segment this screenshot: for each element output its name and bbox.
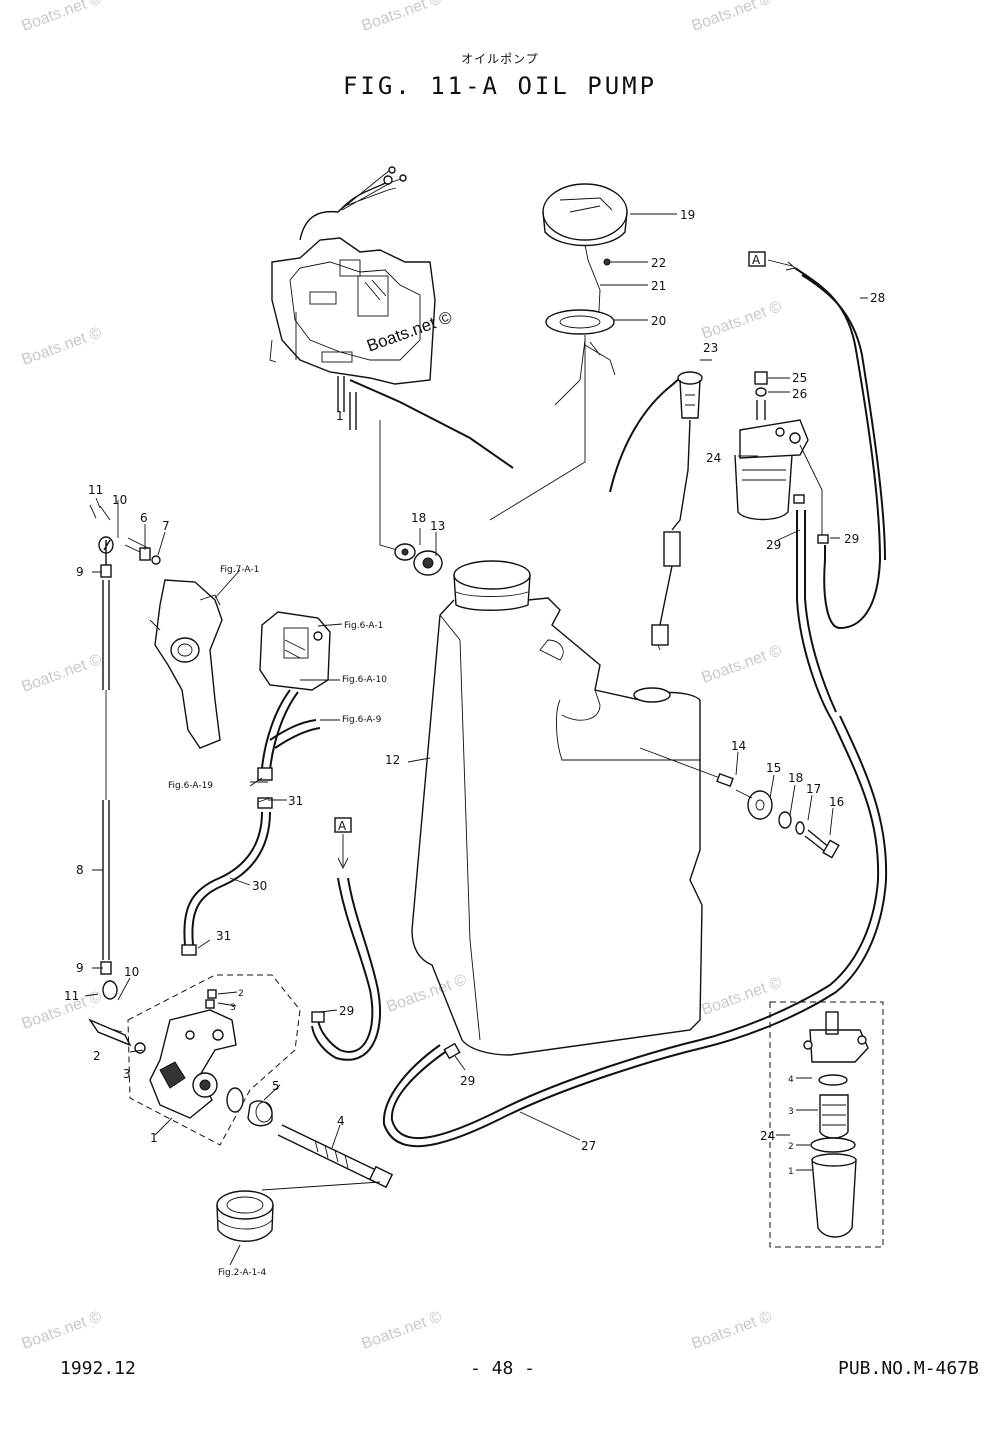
- callout-13: 13: [430, 519, 445, 533]
- sensor-cable: [609, 377, 681, 493]
- leader-lines: [84, 213, 868, 1266]
- drive-shaft: [277, 1124, 394, 1189]
- oil-tank-cap: [489, 183, 628, 521]
- publication-number: PUB.NO.M-467B: [838, 1358, 979, 1379]
- throttle-lever: [149, 579, 223, 749]
- oil-pump-assembly: [88, 974, 301, 1146]
- page-number: - 48 -: [470, 1358, 536, 1379]
- callout-6: 6: [140, 511, 148, 525]
- callout-9-top: 9: [76, 565, 84, 579]
- filter-callout-3: 3: [788, 1107, 794, 1117]
- fuel-pump-part: [259, 611, 331, 691]
- filter-callout-2: 2: [788, 1142, 794, 1152]
- japanese-title: オイルポンプ: [461, 52, 539, 66]
- hose-28: [794, 267, 882, 630]
- tank-grommet: [394, 543, 443, 576]
- callout-8: 8: [76, 863, 84, 877]
- connector-a-top-arrow: [767, 259, 796, 271]
- callout-16: 16: [829, 795, 844, 809]
- callout-7: 7: [162, 519, 170, 533]
- callout-26: 26: [792, 387, 807, 401]
- callout-25: 25: [792, 371, 807, 385]
- callout-24-exploded: 24: [760, 1129, 775, 1143]
- callout-28: 28: [870, 291, 885, 305]
- ref-fig6-a10: Fig.6-A-10: [342, 675, 387, 685]
- callout-31-bottom: 31: [216, 929, 231, 943]
- callout-18-left: 18: [411, 511, 426, 525]
- oil-filter-exploded: [769, 1001, 884, 1248]
- callout-11-top: 11: [88, 483, 103, 497]
- callout-1-top: 1: [336, 409, 344, 423]
- callout-10-bottom: 10: [124, 965, 139, 979]
- oil-level-sensor: [651, 371, 703, 651]
- connector-a-mid: A: [338, 819, 347, 833]
- link-rod-assembly: [89, 504, 161, 1000]
- connector-a-top: A: [752, 253, 761, 267]
- oil-tank: [411, 560, 703, 1056]
- callout-17: 17: [806, 782, 821, 796]
- connector-a-mid-box: [334, 817, 352, 833]
- callout-3: 3: [123, 1067, 131, 1081]
- hose-29-filter: [796, 510, 837, 721]
- callout-10-top: 10: [112, 493, 127, 507]
- callout-30: 30: [252, 879, 267, 893]
- ref-fig7-a1: Fig.7-A-1: [220, 565, 259, 575]
- callout-15: 15: [766, 761, 781, 775]
- oil-filter-assembly-top: [734, 371, 829, 544]
- bearing: [216, 1181, 381, 1242]
- callout-2: 2: [93, 1049, 101, 1063]
- callout-24: 24: [706, 451, 721, 465]
- connector-a-top-box: [748, 251, 766, 267]
- callout-23: 23: [703, 341, 718, 355]
- ref-fig6-a9: Fig.6-A-9: [342, 715, 382, 725]
- callout-21: 21: [651, 279, 666, 293]
- callout-29-filter-left: 29: [766, 538, 781, 552]
- ref-fig6-a19: Fig.6-A-19: [168, 781, 213, 791]
- ref-fig6-a1: Fig.6-A-1: [344, 621, 383, 631]
- callout-18-right: 18: [788, 771, 803, 785]
- pump-callout-2: 2: [238, 989, 244, 999]
- callout-14: 14: [731, 739, 746, 753]
- callout-29-mid: 29: [339, 1004, 354, 1018]
- figure-title: FIG. 11-A OIL PUMP: [342, 72, 658, 100]
- callout-19: 19: [680, 208, 695, 222]
- callout-29-tank: 29: [460, 1074, 475, 1088]
- callout-31-top: 31: [288, 794, 303, 808]
- pump-callout-3: 3: [230, 1003, 236, 1013]
- filter-callout-4: 4: [788, 1075, 794, 1085]
- callout-5: 5: [272, 1079, 280, 1093]
- filter-callout-1: 1: [788, 1167, 794, 1177]
- connector-a-mid-arrow: [337, 834, 349, 870]
- tank-mount-hardware: [639, 747, 840, 859]
- wiring-harness: [299, 166, 407, 241]
- publication-date: 1992.12: [60, 1358, 136, 1379]
- callout-12: 12: [385, 753, 400, 767]
- callout-1-pump: 1: [150, 1131, 158, 1145]
- callout-4: 4: [337, 1114, 345, 1128]
- callout-11-bottom: 11: [64, 989, 79, 1003]
- callout-22: 22: [651, 256, 666, 270]
- engine-block: [269, 237, 436, 430]
- callout-27: 27: [581, 1139, 596, 1153]
- hose-27: [390, 719, 880, 1140]
- callout-9-bottom: 9: [76, 961, 84, 975]
- callout-20: 20: [651, 314, 666, 328]
- ref-fig2-a14: Fig.2-A-1-4: [218, 1268, 267, 1278]
- callout-29-filter-right: 29: [844, 532, 859, 546]
